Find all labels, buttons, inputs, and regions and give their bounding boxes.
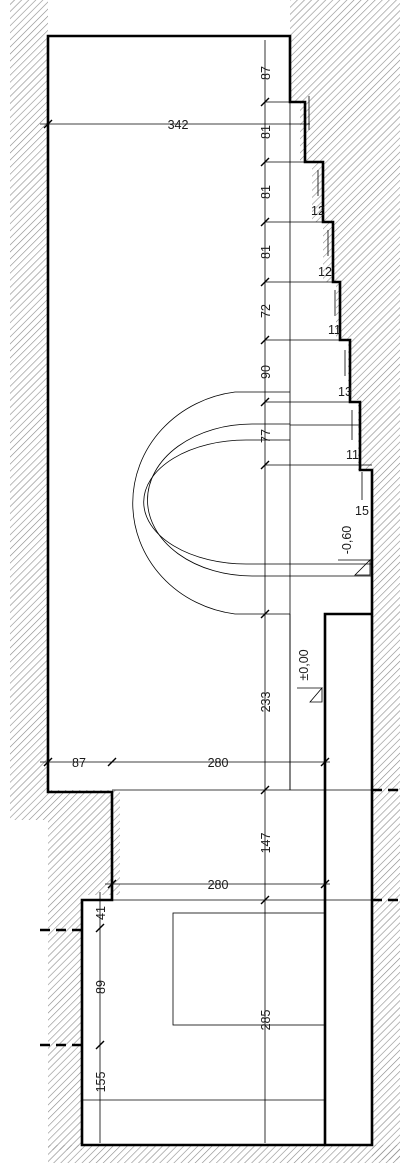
dim-width-87: 87 [72, 756, 86, 770]
dim-lower-89: 89 [94, 980, 108, 994]
level-upper: -0,60 [340, 526, 354, 555]
dim-riser-1: 87 [259, 66, 273, 80]
dim-offset-6: 15 [355, 504, 369, 518]
inner-wall-block [323, 612, 372, 1145]
dim-width-280-mid: 280 [208, 756, 229, 770]
dim-riser-7: 77 [259, 429, 273, 443]
hatch-left-upper [10, 0, 120, 1150]
dim-riser-5: 72 [259, 304, 273, 318]
dim-offset-3: 11 [328, 323, 341, 337]
dim-width-342: 342 [168, 118, 189, 132]
curved-element [132, 391, 372, 790]
dim-offset-4: 13 [338, 385, 352, 399]
dim-riser-4: 81 [259, 245, 273, 259]
outer-wall [46, 34, 374, 1147]
hatch-right-upper [290, 0, 400, 1160]
dim-riser-6: 90 [259, 365, 273, 379]
dim-lower-155: 155 [94, 1072, 108, 1093]
dim-offset-5: 11 [346, 448, 359, 462]
dim-height-147: 147 [259, 833, 273, 854]
dim-riser-2: 81 [259, 125, 273, 139]
dim-lower-41: 41 [94, 906, 108, 920]
dim-width-280-lower: 280 [208, 878, 229, 892]
hatch-bottom [48, 1145, 400, 1163]
dim-riser-3: 81 [259, 185, 273, 199]
dim-height-285: 285 [259, 1010, 273, 1031]
level-lower: ±0,00 [297, 649, 311, 680]
dimension-lines [40, 40, 400, 1143]
dim-offset-2: 12 [318, 265, 332, 279]
dim-offset-1: 12 [311, 204, 325, 218]
dim-height-233: 233 [259, 692, 273, 713]
